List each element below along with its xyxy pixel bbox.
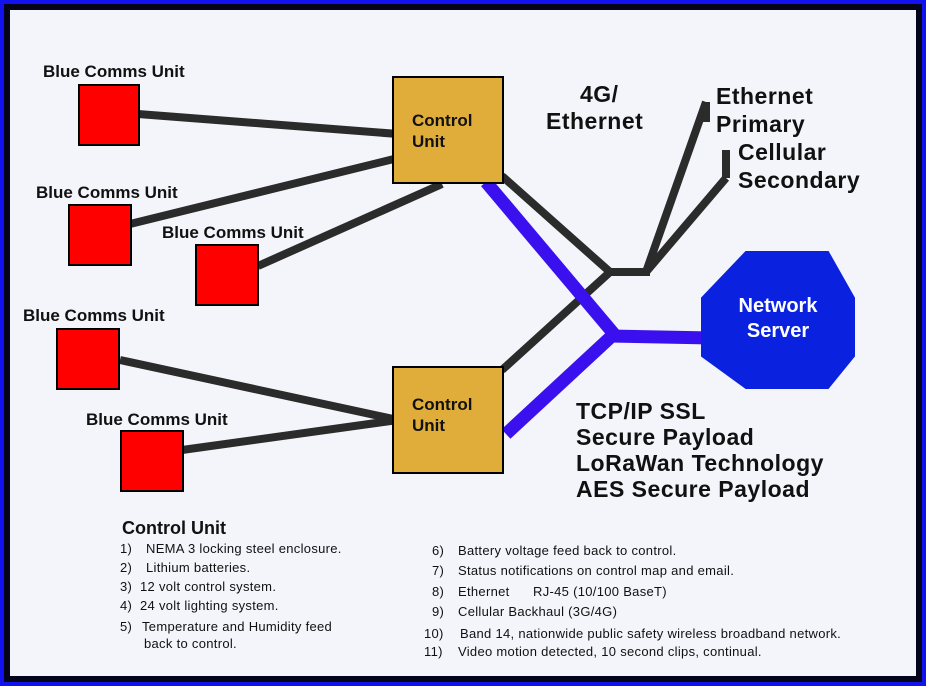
protocol-line: TCP/IP SSL <box>576 398 706 424</box>
comms-unit-box[interactable] <box>78 84 140 146</box>
note-item: 10)Band 14, nationwide public safety wir… <box>424 626 842 641</box>
link-comms3-control1 <box>256 180 444 270</box>
notes-title: Control Unit <box>122 518 226 538</box>
lora-link-control1 <box>481 177 619 339</box>
link-ethernet-primary <box>642 100 710 274</box>
protocol-line: AES Secure Payload <box>576 476 810 502</box>
comms-unit-box[interactable] <box>195 244 259 306</box>
link-control1-backhaul <box>499 173 613 275</box>
link-comms4-control2 <box>119 356 399 424</box>
control-unit-label: Unit <box>412 416 446 435</box>
network-server-shape <box>701 251 855 389</box>
link-comms1-control1 <box>137 110 399 138</box>
control-unit-box[interactable]: Control Unit <box>392 366 504 474</box>
protocol-line: LoRaWan Technology <box>576 450 824 476</box>
link-control2-backhaul <box>499 269 613 373</box>
comms-unit-box[interactable] <box>68 204 132 266</box>
link-comms2-control1 <box>129 154 399 228</box>
control-unit-box[interactable]: Control Unit <box>392 76 504 184</box>
cellular-secondary-label: Cellular <box>738 139 827 165</box>
comms-unit-label: Blue Comms Unit <box>23 306 165 325</box>
note-item: 4)24 volt lighting system. <box>120 598 279 613</box>
note-item: 1)NEMA 3 locking steel enclosure. <box>120 541 342 556</box>
note-item: 2)Lithium batteries. <box>120 560 251 575</box>
comms-unit-label: Blue Comms Unit <box>43 62 185 81</box>
control-unit-label: Control <box>412 395 473 414</box>
network-server[interactable]: Network Server <box>702 294 854 344</box>
link-comms5-control2 <box>181 416 399 454</box>
note-item: 8)Ethernet RJ-45 (10/100 BaseT) <box>432 584 667 599</box>
note-item: 3)12 volt control system. <box>120 579 277 594</box>
lora-link-server <box>609 329 713 345</box>
note-item: 9)Cellular Backhaul (3G/4G) <box>432 604 618 619</box>
note-item: 11)Video motion detected, 10 second clip… <box>424 644 762 659</box>
note-item: 6)Battery voltage feed back to control. <box>432 543 677 558</box>
inner-frame: Blue Comms Unit Blue Comms Unit Blue Com… <box>4 4 922 682</box>
diagram-canvas: Blue Comms Unit Blue Comms Unit Blue Com… <box>10 10 916 676</box>
comms-unit-label: Blue Comms Unit <box>86 410 228 429</box>
cellular-secondary-label: Secondary <box>738 167 861 193</box>
ethernet-primary-label: Primary <box>716 111 806 137</box>
comms-unit-label: Blue Comms Unit <box>36 183 178 202</box>
backhaul-label: 4G/ <box>580 81 619 107</box>
control-unit-label: Unit <box>412 132 446 151</box>
comms-unit-box[interactable] <box>120 430 184 492</box>
note-item: 5)Temperature and Humidity feed <box>120 619 333 634</box>
lora-link-control2 <box>501 329 619 439</box>
network-server-label: Server <box>746 320 810 342</box>
connection-diagram <box>119 100 855 454</box>
protocol-line: Secure Payload <box>576 424 755 450</box>
link-cellular-secondary <box>642 175 730 275</box>
control-unit-label: Control <box>412 111 473 130</box>
note-item: 7)Status notifications on control map an… <box>432 563 735 578</box>
network-server-label: Network <box>738 295 818 317</box>
note-item: back to control. <box>144 636 237 651</box>
ethernet-primary-label: Ethernet <box>716 83 814 109</box>
comms-unit-box[interactable] <box>56 328 120 390</box>
backhaul-label: Ethernet <box>546 108 644 134</box>
comms-unit-label: Blue Comms Unit <box>162 223 304 242</box>
